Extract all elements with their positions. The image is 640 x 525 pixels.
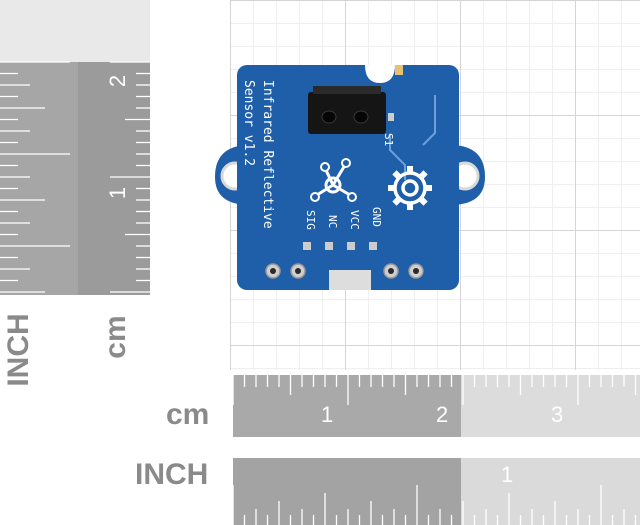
horizontal-inch-ruler: 1 [233,458,640,525]
component-label: S1 [382,133,395,146]
ir-sensor-component [308,86,394,134]
gear-tooth [418,170,428,180]
vertical-ruler: 2 1 [0,0,150,295]
pin-label-sig: SIG [304,210,317,230]
ruler-cm-3: 3 [551,402,564,427]
horizontal-inch-ticks [233,485,637,525]
horizontal-inch-label: INCH [135,458,209,491]
ruler-cm-1: 1 [321,402,334,427]
infrared-sensor-board: S1 Infrared Reflective Sensor v1.2 SIG N… [215,65,485,290]
connector-pads [303,242,377,250]
pin-label-gnd: GND [370,207,383,227]
vertical-cm-label: cm [99,315,132,359]
gear-icon [388,166,432,210]
vertical-ruler-ticks [0,61,150,293]
notch-component [395,65,403,75]
gear-tooth [418,196,428,206]
connector-notch [329,270,371,290]
horizontal-cm-label: cm [166,398,210,431]
pcb-notch [365,65,395,83]
pin-label-nc: NC [326,215,339,228]
silkscreen-trace-2 [422,95,436,146]
ruler-inch-1: 1 [105,186,131,200]
pcb-body [237,65,459,290]
pin-label-vcc: VCC [348,210,361,230]
ruler-inch-h-1: 1 [501,462,514,487]
gear-tooth [392,170,402,180]
board-title-line2: Sensor v1.2 [241,80,256,166]
ruler-cm-2: 2 [436,402,449,427]
horizontal-cm-ticks [233,375,637,405]
grove-connector-logo [310,158,357,202]
board-title-line1: Infrared Reflective [260,80,275,229]
vertical-inch-label: INCH [2,313,35,387]
horizontal-cm-ruler: 1 2 3 [233,375,640,437]
gear-tooth [392,196,402,206]
ruler-inch-2: 2 [105,74,131,88]
